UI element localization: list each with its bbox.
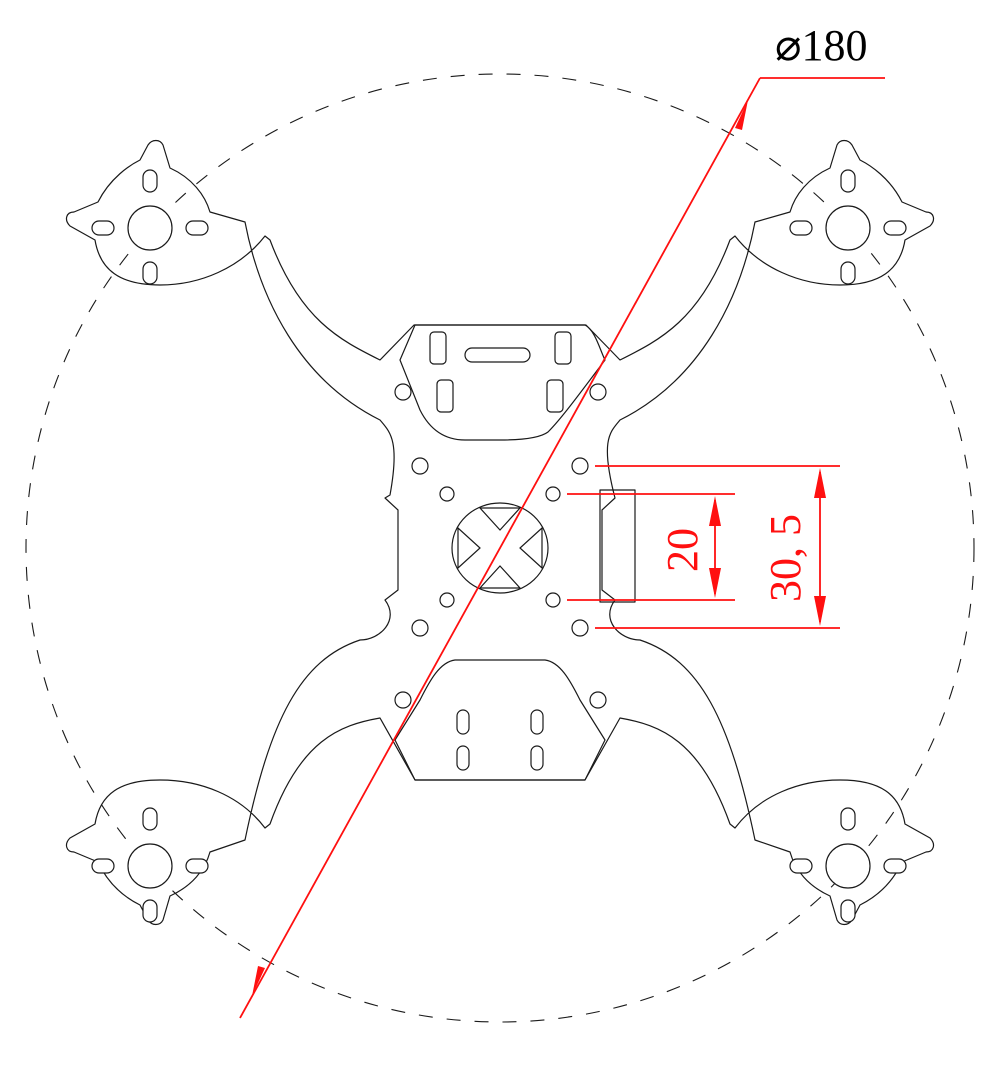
frame-screw-holes bbox=[394, 383, 607, 709]
stack-slot bbox=[599, 489, 636, 603]
diameter-label: ⌀180 bbox=[775, 21, 868, 70]
center-cutout bbox=[451, 502, 549, 594]
top-plate-slots bbox=[429, 331, 572, 413]
bottom-plate-cutout bbox=[394, 659, 606, 781]
motor-mount-top-left bbox=[91, 169, 209, 285]
frame-outline bbox=[65, 139, 935, 926]
mount-30-5-dimension bbox=[595, 465, 840, 629]
prop-circle bbox=[25, 73, 975, 1023]
diameter-dimension bbox=[239, 77, 885, 1019]
mount-30-5-label: 30, 5 bbox=[761, 514, 810, 602]
mount-20-dimension bbox=[567, 493, 735, 601]
mount-20-label: 20 bbox=[658, 528, 707, 572]
motor-mount-top-right bbox=[789, 169, 907, 285]
top-plate-cutout bbox=[399, 324, 606, 441]
motor-mount-bottom-left bbox=[91, 807, 209, 923]
motor-mount-bottom-right bbox=[789, 807, 907, 923]
bottom-plate-slots bbox=[456, 709, 544, 771]
